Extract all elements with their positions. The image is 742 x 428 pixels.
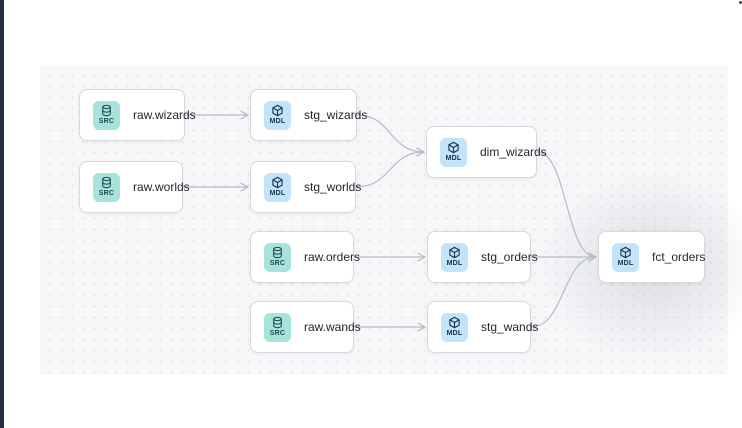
badge-label: MDL: [446, 260, 463, 267]
node-fct_orders[interactable]: MDL fct_orders: [598, 231, 705, 283]
mdl-badge: MDL: [441, 242, 468, 272]
badge-label: SRC: [98, 190, 115, 197]
badge-label: SRC: [269, 260, 286, 267]
cube-icon: [271, 104, 284, 117]
node-label: stg_orders: [481, 250, 538, 264]
src-badge: SRC: [264, 312, 291, 342]
left-rail: [0, 0, 4, 428]
node-label: fct_orders: [652, 250, 706, 264]
badge-label: MDL: [446, 330, 463, 337]
src-badge: SRC: [93, 100, 120, 130]
node-raw_wands[interactable]: SRC raw.wands: [250, 301, 361, 353]
cube-icon: [271, 176, 284, 189]
node-stg_orders[interactable]: MDL stg_orders: [427, 231, 538, 283]
mdl-badge: MDL: [440, 137, 467, 167]
cube-icon: [448, 316, 461, 329]
badge-label: SRC: [98, 118, 115, 125]
edge-stg_wands-to-fct_orders: [530, 252, 597, 328]
node-label: dim_wizards: [480, 145, 547, 159]
badge-label: SRC: [269, 330, 286, 337]
node-raw_orders[interactable]: SRC raw.orders: [250, 231, 360, 283]
node-raw_wizards[interactable]: SRC raw.wizards: [79, 89, 196, 141]
node-stg_worlds[interactable]: MDL stg_worlds: [250, 161, 361, 213]
mdl-badge: MDL: [264, 100, 291, 130]
node-label: raw.wands: [304, 320, 361, 334]
src-badge: SRC: [93, 172, 120, 202]
cube-icon: [448, 246, 461, 259]
badge-label: MDL: [445, 155, 462, 162]
badge-label: MDL: [269, 190, 286, 197]
node-label: stg_wizards: [304, 108, 368, 122]
edge-layer: [183, 110, 597, 332]
edge-stg_worlds-to-dim_wizards: [355, 147, 425, 188]
mdl-badge: MDL: [441, 312, 468, 342]
node-stg_wands[interactable]: MDL stg_wands: [427, 301, 538, 353]
node-label: raw.wizards: [133, 108, 196, 122]
node-label: raw.worlds: [133, 180, 190, 194]
node-label: stg_wands: [481, 320, 539, 334]
cube-icon: [619, 246, 632, 259]
edge-dim_wizards-to-fct_orders: [536, 151, 597, 262]
database-icon: [100, 104, 113, 117]
cube-icon: [447, 141, 460, 154]
node-stg_wizards[interactable]: MDL stg_wizards: [250, 89, 367, 141]
node-raw_worlds[interactable]: SRC raw.worlds: [79, 161, 190, 213]
src-badge: SRC: [264, 242, 291, 272]
mdl-badge: MDL: [612, 242, 639, 272]
mdl-badge: MDL: [264, 172, 291, 202]
node-dim_wizards[interactable]: MDL dim_wizards: [426, 126, 547, 178]
badge-label: MDL: [269, 118, 286, 125]
database-icon: [271, 246, 284, 259]
database-icon: [100, 176, 113, 189]
database-icon: [271, 316, 284, 329]
node-label: raw.orders: [304, 250, 361, 264]
node-label: stg_worlds: [304, 180, 362, 194]
edge-stg_wizards-to-dim_wizards: [356, 114, 425, 157]
corner-artifact-dot: [739, 1, 742, 4]
badge-label: MDL: [617, 260, 634, 267]
